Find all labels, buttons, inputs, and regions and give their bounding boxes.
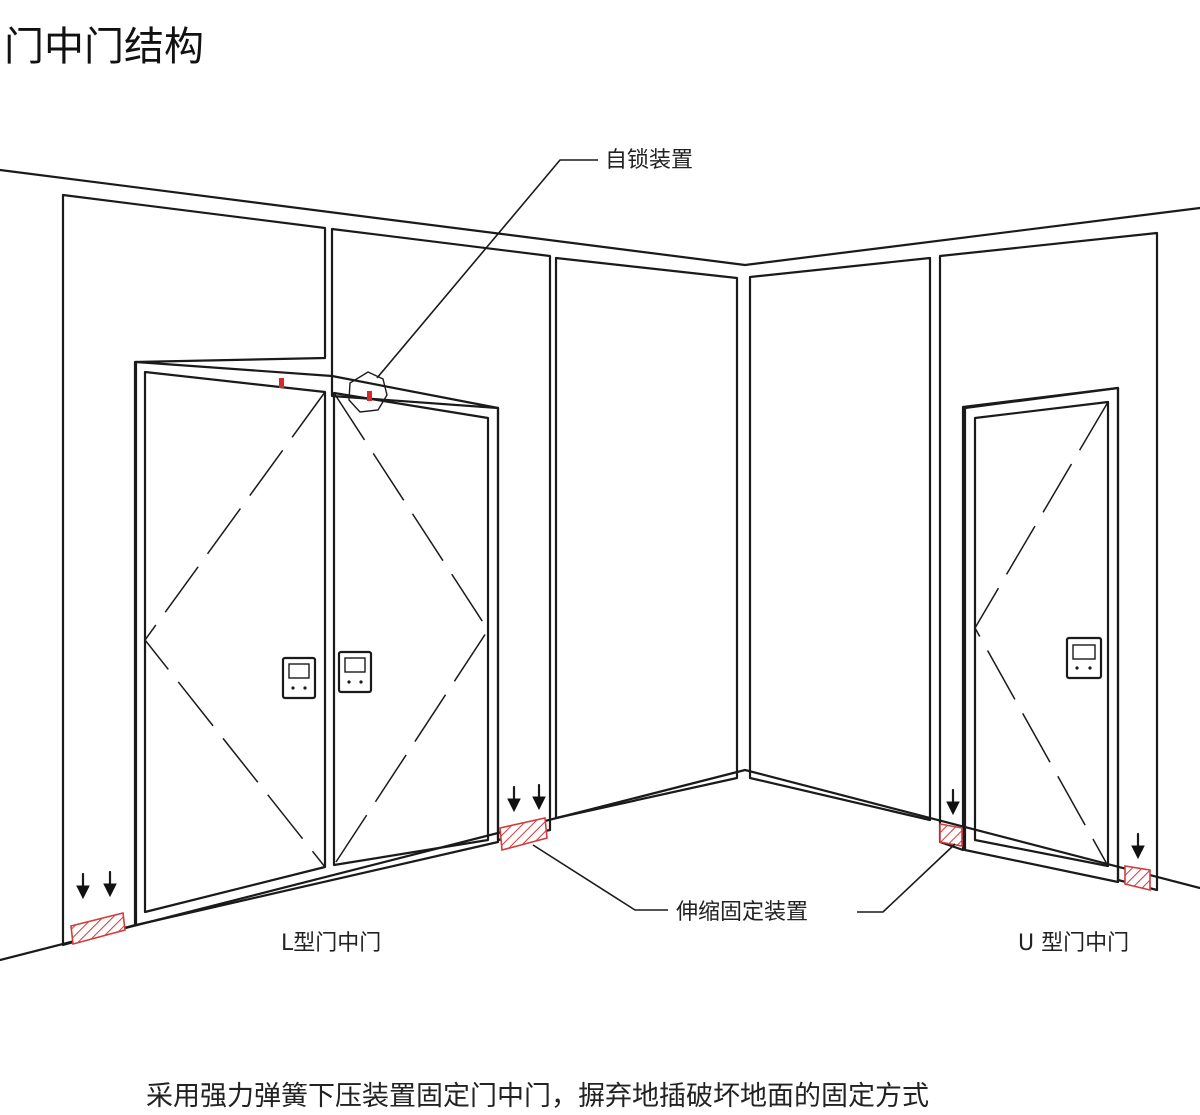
l-type-door	[134, 360, 500, 927]
fixing-pad	[1124, 865, 1151, 892]
down-arrow-icon	[1131, 832, 1145, 860]
callout-circle	[348, 371, 388, 413]
fixing-pads	[70, 817, 1151, 946]
self-lock-callout: 自锁装置	[348, 148, 693, 413]
door-handle-icon	[281, 656, 317, 700]
callout-leader-left	[532, 844, 668, 911]
down-arrow-icon	[946, 788, 960, 816]
door-swing-left	[144, 391, 326, 868]
floor-line	[0, 768, 1200, 962]
wall-panel	[330, 227, 552, 842]
self-lock-label: 自锁装置	[605, 148, 693, 173]
ceiling-line	[0, 168, 1200, 267]
door-leaf-right	[332, 391, 490, 867]
down-arrows	[76, 783, 1145, 900]
wall-panel	[938, 231, 1159, 892]
door-swing-right	[333, 392, 489, 866]
wall-panel	[554, 256, 739, 820]
door-leaf-left	[143, 370, 327, 914]
fixing-pad	[499, 817, 548, 852]
door-handle-icon	[1065, 636, 1103, 680]
left-wall-panels	[61, 193, 739, 947]
u-type-door	[963, 386, 1120, 884]
room-outline	[0, 168, 1200, 962]
l-type-label: L型门中门	[281, 931, 381, 956]
door-frame-outer	[963, 386, 1120, 884]
telescopic-fixing-callout: 伸缩固定装置	[532, 843, 956, 925]
down-arrow-icon	[76, 872, 90, 900]
lock-marker-icon	[279, 378, 284, 388]
down-arrow-icon	[532, 783, 546, 811]
fixing-pad	[70, 912, 126, 946]
telescopic-fixing-label: 伸缩固定装置	[676, 900, 808, 925]
door-handle-icon	[337, 650, 373, 694]
page-title: 门中门结构	[4, 24, 204, 70]
fixing-pad	[939, 823, 963, 847]
callout-leader-right	[857, 843, 956, 913]
lock-marker-icon	[367, 391, 372, 401]
u-type-label: U 型门中门	[1018, 931, 1129, 956]
wall-panel	[61, 193, 327, 947]
door-swing	[974, 401, 1109, 867]
door-frame-outer	[134, 360, 500, 927]
bottom-caption: 采用强力弹簧下压装置固定门中门，摒弃地插破坏地面的固定方式	[146, 1081, 929, 1112]
wall-panel	[748, 256, 932, 822]
door-leaf	[973, 400, 1110, 868]
down-arrow-icon	[103, 870, 117, 898]
callout-leader	[376, 159, 598, 379]
down-arrow-icon	[507, 785, 521, 813]
